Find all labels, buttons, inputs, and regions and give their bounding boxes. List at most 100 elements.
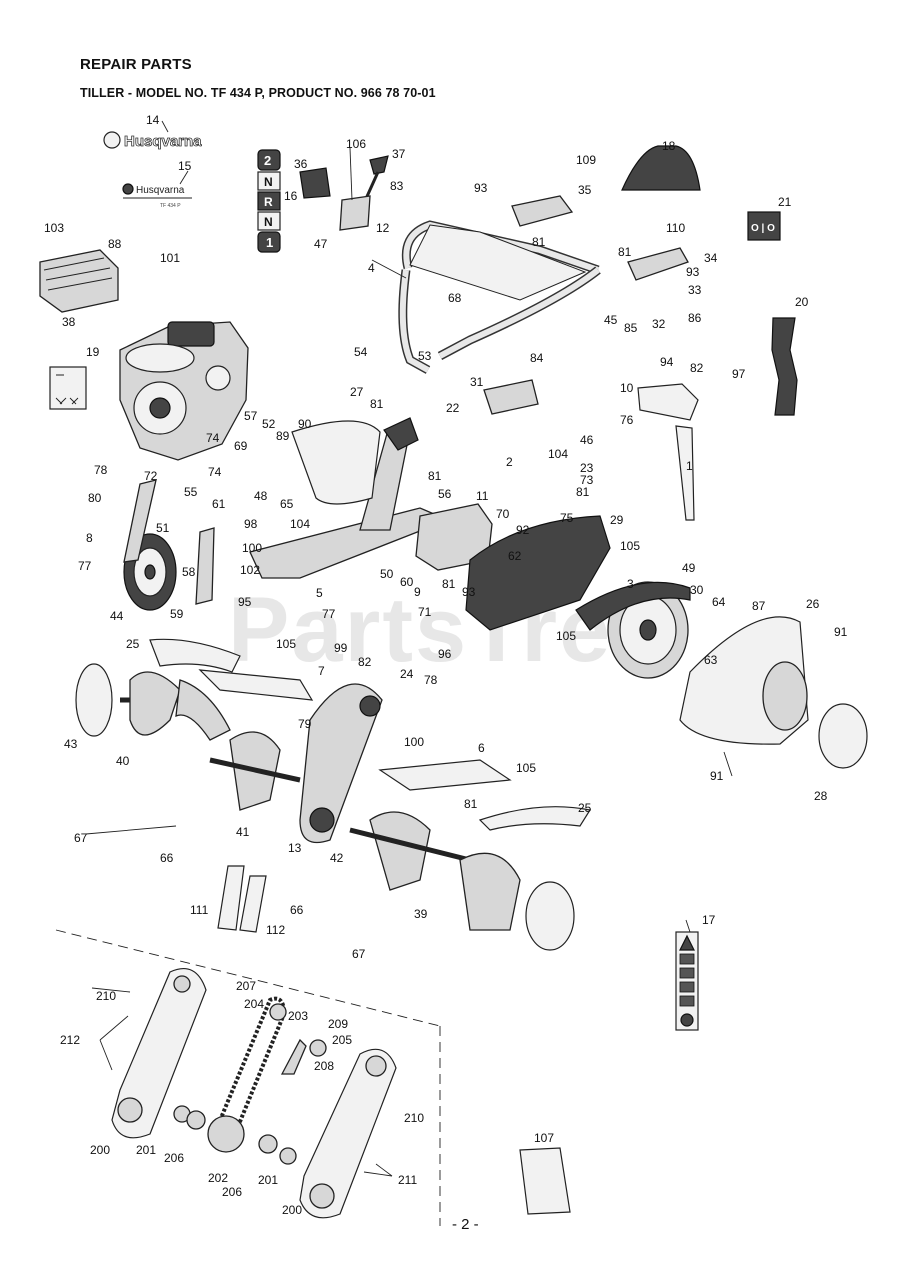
gear-label-r: R — [264, 195, 273, 209]
page-number: - 2 - — [452, 1216, 479, 1233]
callout-56: 56 — [438, 487, 452, 501]
callout-92: 92 — [516, 523, 530, 537]
callout-98: 98 — [244, 517, 258, 531]
callout-18: 18 — [662, 139, 676, 153]
left-outer-tine-assembly[interactable] — [75, 663, 231, 741]
tine-spacer-112[interactable] — [239, 875, 267, 933]
air-filter-cover[interactable] — [39, 249, 119, 313]
callout-19: 19 — [86, 345, 100, 359]
callout-200a: 200 — [90, 1143, 110, 1157]
callout-2: 2 — [506, 455, 513, 469]
handle-grip-decal[interactable] — [771, 317, 798, 416]
right-handle-grip[interactable] — [511, 195, 574, 227]
callout-104b: 104 — [290, 517, 310, 531]
hardware-kit-bag[interactable] — [519, 1147, 571, 1215]
callout-67a: 67 — [74, 831, 88, 845]
wheel-bracket-right[interactable] — [195, 527, 215, 605]
chain-case-half-right[interactable] — [299, 1048, 397, 1219]
right-inner-tine-assembly[interactable] — [349, 811, 471, 891]
callout-7: 7 — [318, 664, 325, 678]
gear-shift-decal[interactable]: 2 N R N 1 — [257, 149, 281, 253]
callout-84: 84 — [530, 351, 544, 365]
callout-104a: 104 — [548, 447, 568, 461]
right-shield-extension[interactable] — [378, 759, 512, 791]
shift-lever-assembly[interactable] — [299, 155, 389, 231]
callout-79: 79 — [298, 717, 312, 731]
engine-cover[interactable] — [291, 420, 381, 505]
cable-bracket[interactable] — [483, 379, 539, 415]
callout-105b: 105 — [556, 629, 576, 643]
callout-37: 37 — [392, 147, 406, 161]
callout-66a: 66 — [160, 851, 174, 865]
switch-decal[interactable]: O | O — [747, 211, 781, 241]
callout-15: 15 — [178, 159, 192, 173]
left-inner-tine-assembly[interactable] — [209, 731, 301, 811]
cover-opening — [762, 661, 808, 731]
callout-23: 23 — [580, 461, 594, 475]
brand-model-text: TF 434 P — [160, 203, 181, 209]
cover-ring[interactable] — [818, 703, 868, 769]
callout-69: 69 — [234, 439, 248, 453]
drive-belt[interactable] — [575, 581, 691, 631]
callout-204: 204 — [244, 997, 264, 1011]
callout-72: 72 — [144, 469, 158, 483]
left-tine-shield[interactable] — [149, 638, 241, 673]
callout-44: 44 — [110, 609, 124, 623]
left-handle-grip[interactable] — [627, 247, 689, 281]
chain-case-half-left[interactable] — [111, 968, 207, 1139]
control-panel-decal[interactable] — [621, 145, 701, 191]
wheel-bracket-left[interactable] — [123, 479, 157, 563]
drive-chain[interactable] — [207, 996, 287, 1153]
callout-34: 34 — [704, 251, 718, 265]
warning-decal[interactable] — [49, 366, 87, 410]
switch-decal-text: O | O — [751, 223, 775, 234]
callout-81g: 81 — [464, 797, 478, 811]
brand-small-text: Husqvarna — [136, 185, 185, 196]
callout-81a: 81 — [532, 235, 546, 249]
callout-46: 46 — [580, 433, 594, 447]
tine-spacer-111[interactable] — [217, 865, 245, 931]
handlebar[interactable] — [398, 220, 601, 374]
callout-210a: 210 — [96, 989, 116, 1003]
callout-81d: 81 — [428, 469, 442, 483]
callout-20: 20 — [795, 295, 809, 309]
handle-bracket[interactable] — [637, 383, 699, 421]
gear-label-1: 1 — [266, 235, 273, 250]
callout-82b: 82 — [358, 655, 372, 669]
safety-decal-strip[interactable] — [675, 931, 699, 1031]
callout-90: 90 — [298, 417, 312, 431]
chain-case[interactable] — [299, 683, 383, 844]
callout-16: 16 — [284, 189, 298, 203]
callout-31: 31 — [470, 375, 484, 389]
main-frame[interactable] — [249, 417, 450, 579]
callout-88: 88 — [108, 237, 122, 251]
callout-53: 53 — [418, 349, 432, 363]
callout-9: 9 — [414, 585, 421, 599]
page-title: REPAIR PARTS — [80, 56, 192, 73]
callout-61: 61 — [212, 497, 226, 511]
callout-93c: 93 — [462, 585, 476, 599]
husqvarna-logo-decal[interactable]: Husqvarna — [103, 131, 203, 150]
callout-202: 202 — [208, 1171, 228, 1185]
shaft-and-bearings[interactable] — [173, 1038, 327, 1165]
callout-211: 211 — [398, 1173, 417, 1187]
callout-29: 29 — [610, 513, 624, 527]
callout-36: 36 — [294, 157, 308, 171]
engine[interactable] — [119, 321, 249, 461]
callout-78b: 78 — [424, 673, 438, 687]
husqvarna-small-decal[interactable]: Husqvarna TF 434 P — [122, 183, 192, 209]
callout-22: 22 — [446, 401, 460, 415]
left-shield-extension[interactable] — [198, 669, 314, 701]
callout-100a: 100 — [242, 541, 262, 555]
callout-47: 47 — [314, 237, 328, 251]
callout-71: 71 — [418, 605, 432, 619]
right-tine-shield[interactable] — [478, 806, 591, 831]
belt-guard[interactable] — [465, 515, 611, 631]
callout-107: 107 — [534, 1131, 554, 1145]
right-outer-tine-assembly[interactable] — [459, 852, 575, 951]
callout-206a: 206 — [164, 1151, 184, 1165]
callout-45: 45 — [604, 313, 618, 327]
handle-height-rod[interactable] — [675, 425, 695, 521]
callout-65: 65 — [280, 497, 294, 511]
callout-33: 33 — [688, 283, 702, 297]
